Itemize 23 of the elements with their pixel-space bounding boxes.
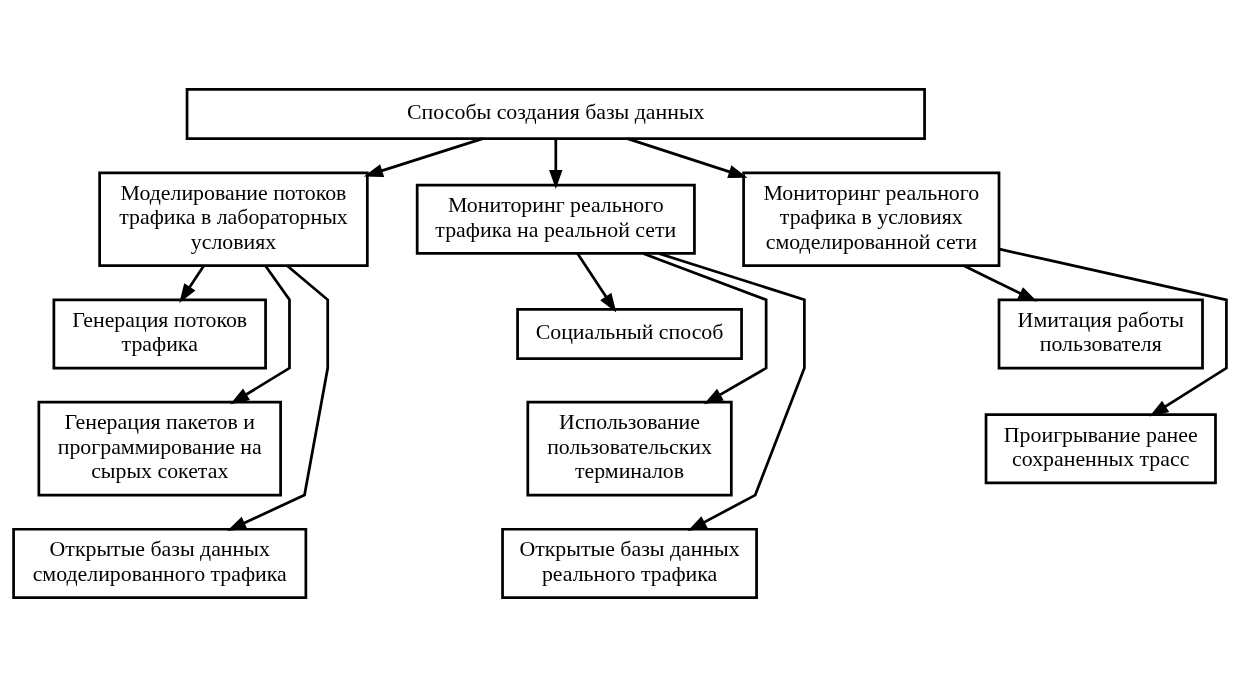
arrow [999, 247, 1228, 417]
node-box: Открытые базы данных смоделированного трафика [12, 527, 308, 599]
node-box: Социальный способ [516, 307, 743, 360]
node-box: Имитация работы пользователя [997, 297, 1204, 369]
arrow [363, 136, 484, 177]
node-box: Генерация пакетов и программирование на сырых сокетах [37, 400, 282, 496]
node-box: Мониторинг реального трафика на реальной сети [415, 183, 696, 255]
arrow [963, 264, 1038, 302]
node-box: Использование пользовательских терминалов [526, 400, 733, 496]
node-box: Проигрывание ранее сохраненных трасс [984, 412, 1217, 484]
arrow [179, 264, 205, 303]
node-box: Способы создания базы данных [185, 87, 926, 140]
arrow [230, 264, 291, 404]
arrow [576, 252, 617, 312]
arrow [642, 251, 768, 404]
arrow [658, 251, 806, 531]
node-box: Моделирование потоков трафика в лабораторных условиях [98, 170, 369, 267]
arrow [549, 138, 563, 189]
node-box: Генерация потоков трафика [52, 297, 267, 369]
arrow [627, 136, 748, 178]
arrow [227, 264, 330, 531]
node-box: Открытые базы данных реального трафика [501, 527, 758, 599]
node-box: Мониторинг реального трафика в условиях смоделированной сети [742, 170, 1001, 267]
